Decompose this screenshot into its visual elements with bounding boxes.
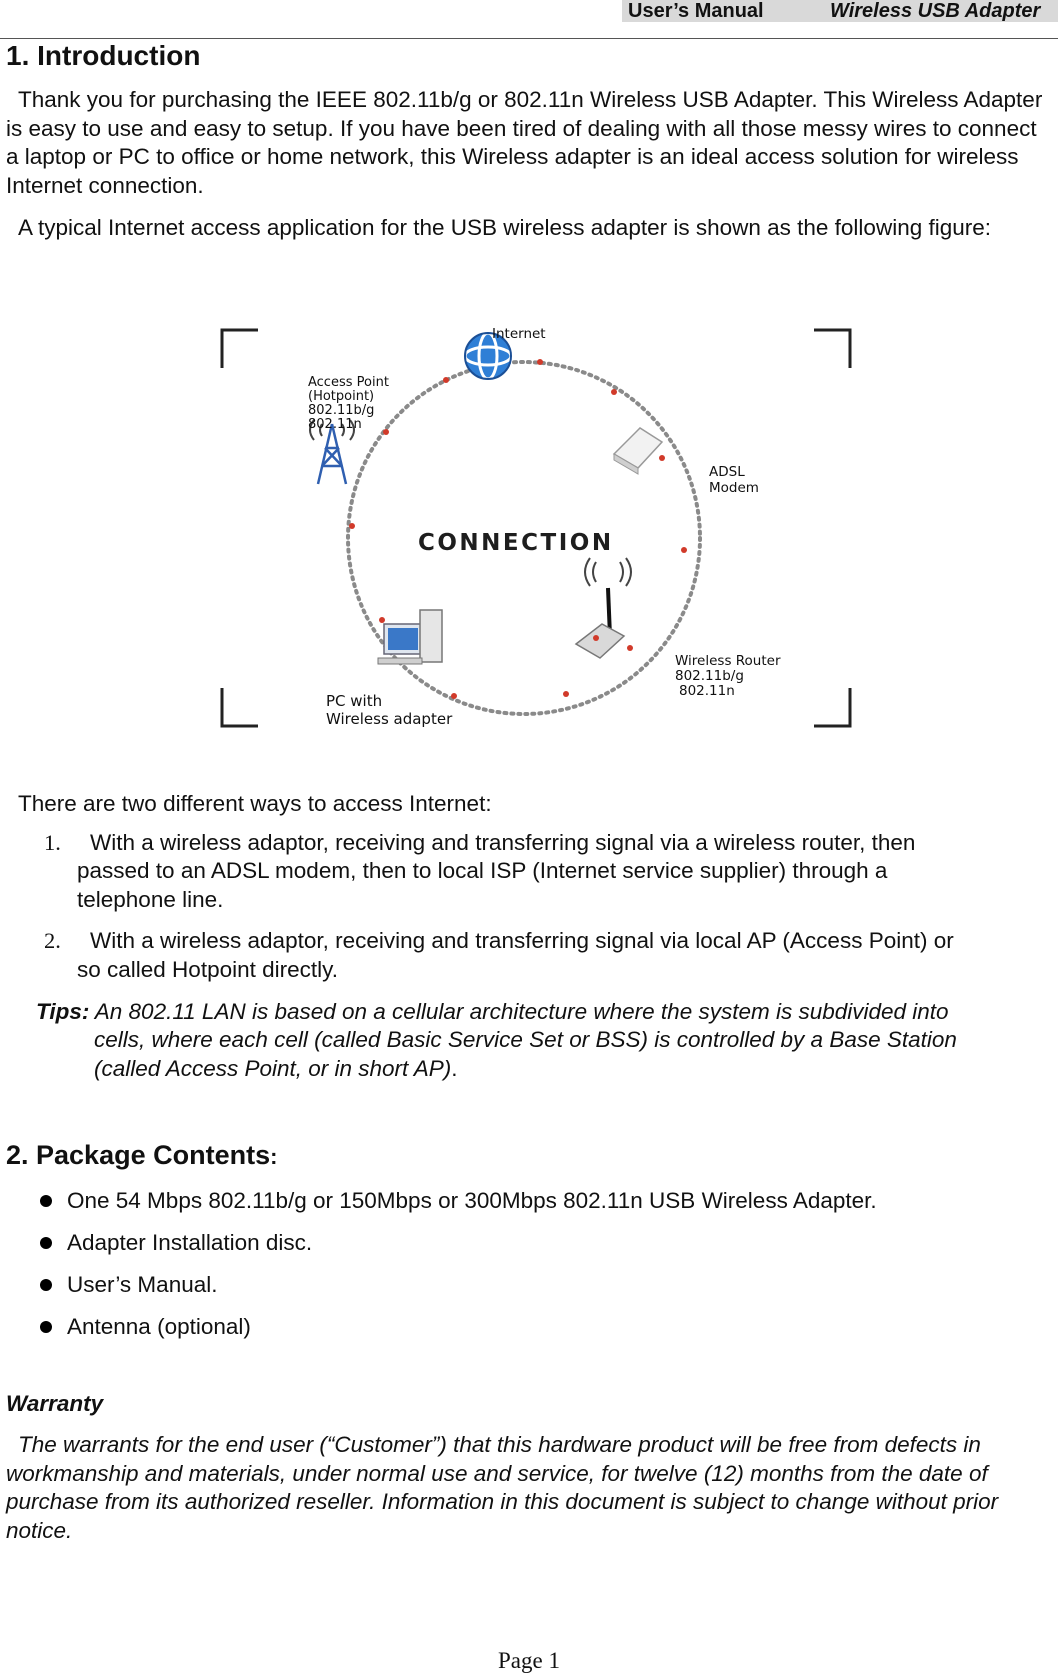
intro-heading: 1. Introduction xyxy=(6,40,201,71)
ways-item-1: 1. With a wireless adaptor, receiving and… xyxy=(44,829,915,858)
adsl-modem-label: ADSL Modem xyxy=(709,464,759,496)
tips-line-3: (called Access Point, or in short AP) xyxy=(94,1056,452,1081)
package-item-text: Adapter Installation disc. xyxy=(67,1230,313,1255)
tips-line-2: cells, where each cell (called Basic Ser… xyxy=(94,1027,957,1052)
intro-paragraph-1: Thank you for purchasing the IEEE 802.11… xyxy=(6,87,1043,198)
pc-label-line-2: Wireless adapter xyxy=(326,710,453,728)
access-point-label: Access Point (Hotpoint) 802.11b/g 802.11… xyxy=(308,376,389,432)
tips-line-3-wrap: (called Access Point, or in short AP). xyxy=(94,1055,458,1084)
package-item-text: Antenna (optional) xyxy=(67,1314,251,1339)
access-point-label-line-2: (Hotpoint) xyxy=(308,389,375,404)
ways-item-1-line-3: telephone line. xyxy=(77,887,224,912)
connection-center-label: CONNECTION xyxy=(418,530,614,556)
access-point-label-line-1: Access Point xyxy=(308,375,389,390)
internet-label: Internet xyxy=(492,326,546,342)
pc-label: PC with Wireless adapter xyxy=(326,692,452,728)
package-item: One 54 Mbps 802.11b/g or 150Mbps or 300M… xyxy=(40,1180,877,1222)
package-heading-colon: : xyxy=(270,1144,278,1169)
package-item-text: User’s Manual. xyxy=(67,1272,218,1297)
internet-globe-icon xyxy=(463,331,513,381)
ring-arrow-markers xyxy=(349,359,687,699)
pc-label-line-1: PC with xyxy=(326,692,383,710)
tips-line-3-end: . xyxy=(451,1056,458,1081)
tips-label: Tips: xyxy=(36,999,90,1024)
intro-paragraph-2: A typical Internet access application fo… xyxy=(18,215,992,240)
header-manual-label: User’s Manual xyxy=(628,0,764,22)
bullet-icon xyxy=(40,1321,52,1333)
adsl-modem-icon xyxy=(612,427,664,475)
bullet-icon xyxy=(40,1195,52,1207)
ways-item-1-number: 1. xyxy=(44,830,61,855)
ways-item-2-number: 2. xyxy=(44,928,61,953)
page-number: Page 1 xyxy=(498,1648,560,1673)
package-list: One 54 Mbps 802.11b/g or 150Mbps or 300M… xyxy=(40,1180,877,1348)
warranty-heading: Warranty xyxy=(6,1391,104,1416)
access-point-label-line-4: 802.11n xyxy=(308,417,362,432)
package-heading-text: 2. Package Contents xyxy=(6,1140,271,1170)
adsl-modem-label-line-2: Modem xyxy=(709,480,759,496)
access-point-label-line-3: 802.11b/g xyxy=(308,403,375,418)
warranty-text: The warrants for the end user (“Customer… xyxy=(6,1432,999,1543)
package-item: Adapter Installation disc. xyxy=(40,1222,877,1264)
access-point-tower-icon xyxy=(309,419,355,485)
connection-ring xyxy=(346,360,702,716)
figure-corner-brackets xyxy=(220,328,852,728)
pc-computer-icon xyxy=(377,609,443,665)
bullet-icon xyxy=(40,1237,52,1249)
tips-line-1: An 802.11 LAN is based on a cellular arc… xyxy=(94,999,949,1024)
wireless-router-label-line-2: 802.11b/g xyxy=(675,668,744,684)
ways-item-2-line-1: With a wireless adaptor, receiving and t… xyxy=(90,928,954,953)
package-item: User’s Manual. xyxy=(40,1264,877,1306)
connection-figure xyxy=(220,328,852,728)
ways-intro: There are two different ways to access I… xyxy=(18,791,492,816)
wireless-router-label: Wireless Router 802.11b/g 802.11n xyxy=(675,654,781,699)
wireless-router-label-line-3: 802.11n xyxy=(679,683,735,699)
header-box: User’s Manual Wireless USB Adapter xyxy=(622,0,1058,22)
page-header: User’s Manual Wireless USB Adapter xyxy=(0,0,1058,39)
ways-item-2: 2. With a wireless adaptor, receiving and… xyxy=(44,927,954,956)
header-product-label: Wireless USB Adapter xyxy=(830,0,1041,22)
ways-item-1-line-1: With a wireless adaptor, receiving and t… xyxy=(90,830,916,855)
adsl-modem-label-line-1: ADSL xyxy=(709,464,745,480)
wireless-router-label-line-1: Wireless Router xyxy=(675,653,781,669)
package-item: Antenna (optional) xyxy=(40,1306,877,1348)
wireless-router-icon xyxy=(574,557,632,659)
tips-block: Tips: An 802.11 LAN is based on a cellul… xyxy=(36,997,949,1026)
ways-item-2-line-2: so called Hotpoint directly. xyxy=(77,957,338,982)
package-item-text: One 54 Mbps 802.11b/g or 150Mbps or 300M… xyxy=(67,1188,877,1213)
bullet-icon xyxy=(40,1279,52,1291)
package-heading: 2. Package Contents: xyxy=(6,1140,277,1171)
ways-item-1-line-2: passed to an ADSL modem, then to local I… xyxy=(77,858,888,883)
